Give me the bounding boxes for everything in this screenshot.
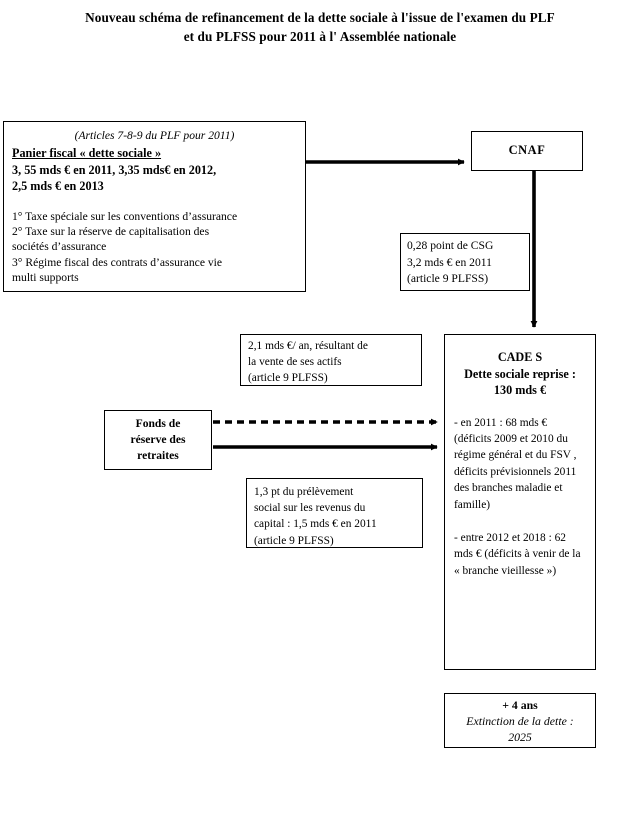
node-extinction-dette: + 4 ans Extinction de la dette : 2025 [444,693,596,748]
panier-measures-list: 1° Taxe spéciale sur les conventions d’a… [12,209,297,286]
cades-detail-2011: - en 2011 : 68 mds € (déficits 2009 et 2… [454,416,577,511]
node-cnaf: CNAF [471,131,583,171]
frr-label-line-3: retraites [137,449,179,462]
vente-note-line-3: (article 9 PLFSS) [248,371,328,384]
csg-note-line-3: (article 9 PLFSS) [407,272,489,285]
prelevement-note-line-2: social sur les revenus du [254,502,366,515]
extinction-line-2: Extinction de la dette : [466,713,574,728]
cnaf-label: CNAF [508,143,546,158]
cades-title-line-3: 130 mds € [493,383,547,397]
page-title-line-2: et du PLFSS pour 2011 à l' Assemblée nat… [183,29,457,44]
note-prelevement-social: 1,3 pt du prélèvement social sur les rev… [246,478,423,548]
cades-detail-2012-2018: - entre 2012 et 2018 : 62 mds € (déficit… [454,531,581,577]
vente-note-line-1: 2,1 mds €/ an, résultant de [248,340,368,352]
extinction-line-3: 2025 [508,729,532,744]
panier-measure-2-cont: sociétés d’assurance [12,240,107,254]
extinction-line-1: + 4 ans [502,697,538,712]
page-title-line-1: Nouveau schéma de refinancement de la de… [85,10,555,25]
panier-measure-1: 1° Taxe spéciale sur les conventions d’a… [12,209,238,223]
cades-title-line-2: Dette sociale reprise : [464,366,576,381]
node-fonds-reserve-retraites: Fonds de réserve des retraites [104,410,212,470]
panier-articles-label: (Articles 7-8-9 du PLF pour 2011) [74,129,235,142]
csg-note-line-2: 3,2 mds € en 2011 [407,255,492,269]
note-csg: 0,28 point de CSG 3,2 mds € en 2011 (art… [400,233,530,291]
prelevement-note-line-3: capital : 1,5 mds € en 2011 [254,518,377,531]
panier-measure-2: 2° Taxe sur la réserve de capitalisation… [12,224,210,238]
cades-title-line-1: CADE S [497,350,543,364]
page-title: Nouveau schéma de refinancement de la de… [40,8,600,46]
prelevement-note-line-4: (article 9 PLFSS) [254,534,334,547]
panier-measure-3: 3° Régime fiscal des contrats d’assuranc… [12,255,223,269]
panier-heading: Panier fiscal « dette sociale » [12,146,162,160]
frr-label-line-1: Fonds de [135,417,181,430]
prelevement-note-line-1: 1,3 pt du prélèvement [254,486,354,498]
vente-note-line-2: la vente de ses actifs [248,355,342,368]
panier-measure-3-cont: multi supports [12,271,79,285]
note-vente-actifs: 2,1 mds €/ an, résultant de la vente de … [240,334,422,386]
csg-note-line-1: 0,28 point de CSG [407,239,494,252]
frr-label-line-2: réserve des [130,433,186,446]
node-cades: CADE S Dette sociale reprise : 130 mds €… [444,334,596,670]
node-panier-fiscal: (Articles 7-8-9 du PLF pour 2011) Panier… [3,121,306,292]
panier-amount-2013: 2,5 mds € en 2013 [12,179,104,193]
panier-amount-2011-2012: 3, 55 mds € en 2011, 3,35 mds€ en 2012, [12,162,217,177]
